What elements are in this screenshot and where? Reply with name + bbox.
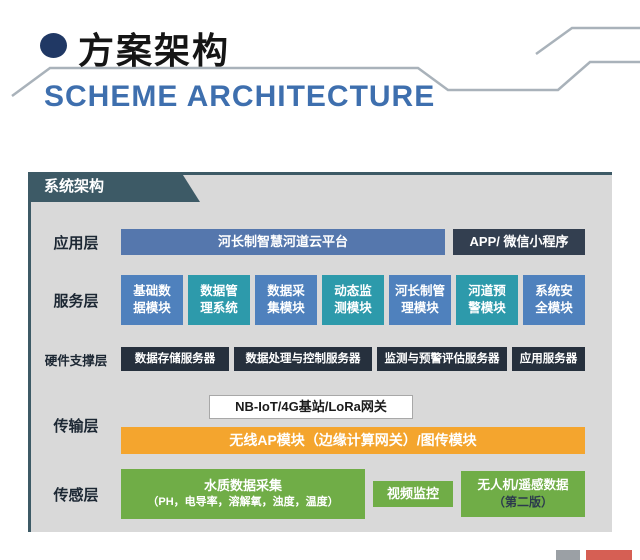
- wireless-ap-bar: 无线AP模块（边缘计算网关）/图传模块: [121, 427, 585, 454]
- service-module-data-management: 数据管 理系统: [188, 275, 250, 325]
- service-module-data-collection: 数据采 集模块: [255, 275, 317, 325]
- module-text: 据模块: [133, 301, 171, 315]
- layer-label-application: 应用层: [53, 234, 99, 252]
- service-module-basic-data: 基础数 据模块: [121, 275, 183, 325]
- module-text: 理模块: [401, 301, 439, 315]
- watermark-fragment: [556, 550, 580, 560]
- page-title: 方案架构: [78, 30, 231, 71]
- module-text: 动态监: [334, 284, 372, 299]
- service-module-dynamic-monitoring: 动态监 测模块: [322, 275, 384, 325]
- service-module-system-security: 系统安 全模块: [523, 275, 585, 325]
- watermark-cutoff: [556, 550, 632, 560]
- module-text: 河长制管: [394, 284, 445, 299]
- drone-title: 无人机/遥感数据: [477, 477, 569, 492]
- architecture-panel: 系统架构 应用层 河长制智慧河道云平台 APP/ 微信小程序 服务层 基础数 据…: [28, 172, 612, 532]
- server-data-processing-control: 数据处理与控制服务器: [234, 347, 372, 371]
- title-bullet-icon: [40, 33, 67, 58]
- water-quality-title: 水质数据采集: [203, 478, 282, 494]
- video-monitoring-box: 视频监控: [373, 481, 453, 507]
- gateway-box: NB-IoT/4G基站/LoRa网关: [209, 395, 413, 419]
- panel-banner: 系统架构: [28, 172, 200, 202]
- layer-label-transmission: 传输层: [53, 417, 99, 435]
- module-text: 系统安: [535, 284, 573, 299]
- layer-label-sensing: 传感层: [53, 486, 99, 504]
- server-monitoring-warning-eval: 监测与预警评估服务器: [377, 347, 507, 371]
- service-module-river-warning: 河道预 警模块: [456, 275, 518, 325]
- layer-label-service: 服务层: [53, 292, 99, 310]
- module-text: 数据采: [267, 284, 305, 299]
- service-module-river-chief-management: 河长制管 理模块: [389, 275, 451, 325]
- module-text: 基础数: [133, 284, 171, 299]
- module-text: 测模块: [334, 301, 372, 315]
- server-data-storage: 数据存储服务器: [121, 347, 229, 371]
- module-text: 集模块: [267, 301, 305, 315]
- drone-version: （第二版）: [492, 495, 553, 510]
- module-text: 河道预: [468, 284, 506, 299]
- water-quality-params: （PH，电导率，溶解氧，浊度，温度）: [147, 496, 339, 509]
- watermark-fragment: [586, 550, 632, 560]
- module-text: 数据管: [200, 284, 238, 299]
- app-miniprogram-bar: APP/ 微信小程序: [453, 229, 585, 255]
- water-quality-box: 水质数据采集 （PH，电导率，溶解氧，浊度，温度）: [121, 469, 365, 519]
- module-text: 全模块: [535, 301, 573, 315]
- module-text: 理系统: [200, 301, 238, 315]
- platform-bar: 河长制智慧河道云平台: [121, 229, 445, 255]
- drone-remote-sensing-box: 无人机/遥感数据 （第二版）: [461, 471, 585, 517]
- page-subtitle: SCHEME ARCHITECTURE: [44, 80, 436, 113]
- layer-label-hardware: 硬件支撑层: [44, 353, 108, 368]
- module-text: 警模块: [468, 301, 506, 315]
- server-application: 应用服务器: [512, 347, 585, 371]
